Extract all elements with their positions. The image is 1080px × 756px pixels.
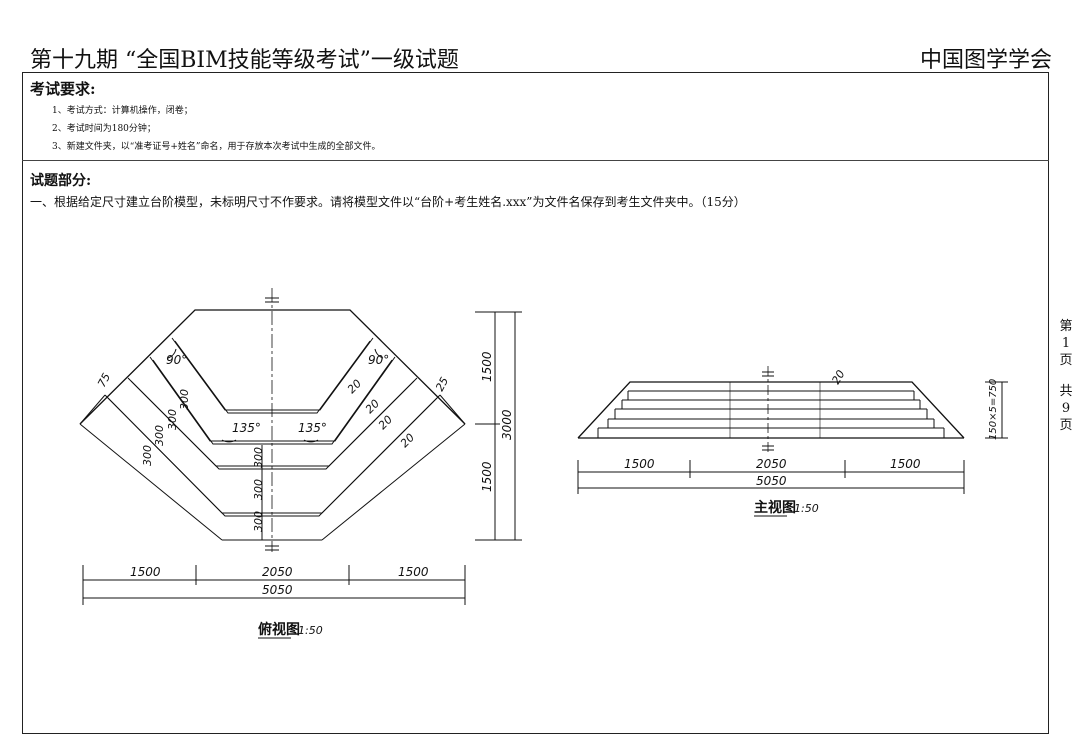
page-indicator: 第 1 页 共 9 页 bbox=[1058, 318, 1074, 434]
angle-label: 90° bbox=[368, 353, 389, 367]
elevation-dim-label: 1500 bbox=[890, 457, 921, 471]
requirement-item: 1、考试方式：计算机操作，闭卷； bbox=[52, 106, 193, 116]
page-char: 9 bbox=[1061, 401, 1071, 416]
step-dim-label: 300 bbox=[252, 511, 265, 532]
plan-caption: 俯视图 bbox=[258, 621, 300, 638]
step-dim-label: 300 bbox=[166, 409, 179, 430]
elevation-caption: 主视图 bbox=[754, 499, 796, 516]
elevation-view bbox=[577, 366, 1008, 494]
elevation-top-dim: 20 bbox=[829, 368, 847, 387]
plan-dim-label: 1500 bbox=[480, 351, 494, 382]
organization-name: 中国图学学会 bbox=[919, 48, 1052, 73]
exam-title: 第十九期 “全国BIM技能等级考试”一级试题 bbox=[30, 48, 459, 73]
page-frame bbox=[22, 72, 1049, 734]
step-dim-label: 75 bbox=[95, 371, 113, 389]
step-dim-label: 25 bbox=[433, 375, 451, 393]
step-dim-label: 20 bbox=[345, 377, 364, 396]
plan-dim-label: 1500 bbox=[398, 565, 429, 579]
elevation-scale: 1:50 bbox=[794, 502, 819, 515]
elevation-height-dim: 150×5=750 bbox=[988, 379, 999, 440]
plan-total-height: 3000 bbox=[500, 409, 514, 440]
angle-label: 90° bbox=[166, 353, 187, 367]
plan-total-width: 5050 bbox=[262, 583, 293, 597]
step-dim-label: 300 bbox=[153, 425, 166, 446]
plan-view bbox=[79, 288, 522, 605]
page-char: 共 bbox=[1059, 384, 1073, 399]
exam-part-heading: 试题部分: bbox=[30, 173, 92, 189]
section-divider bbox=[22, 160, 1049, 161]
plan-dim-label: 2050 bbox=[262, 565, 293, 579]
page-char: 第 bbox=[1059, 319, 1073, 334]
page-char: 页 bbox=[1059, 418, 1073, 433]
plan-dim-label: 1500 bbox=[480, 461, 494, 492]
elevation-dim-label: 2050 bbox=[756, 457, 787, 471]
step-dim-label: 300 bbox=[178, 389, 191, 410]
angle-label: 135° bbox=[232, 421, 261, 435]
requirements-heading: 考试要求: bbox=[30, 80, 96, 98]
requirement-item: 2、考试时间为180分钟； bbox=[52, 124, 156, 134]
step-dim-label: 300 bbox=[252, 479, 265, 500]
page-char: 1 bbox=[1061, 336, 1071, 351]
plan-dim-label: 1500 bbox=[130, 565, 161, 579]
step-dim-label: 300 bbox=[141, 445, 154, 466]
angle-label: 135° bbox=[298, 421, 327, 435]
step-dim-label: 20 bbox=[363, 397, 382, 416]
elevation-total-width: 5050 bbox=[756, 474, 787, 488]
question-text: 一、根据给定尺寸建立台阶模型，未标明尺寸不作要求。请将模型文件以“台阶+考生姓名… bbox=[30, 195, 746, 209]
requirement-item: 3、新建文件夹，以“准考证号+姓名”命名，用于存放本次考试中生成的全部文件。 bbox=[52, 142, 381, 152]
plan-scale: 1:50 bbox=[298, 624, 323, 637]
page-char: 页 bbox=[1059, 353, 1073, 368]
step-dim-label: 300 bbox=[252, 447, 265, 468]
elevation-dim-label: 1500 bbox=[624, 457, 655, 471]
